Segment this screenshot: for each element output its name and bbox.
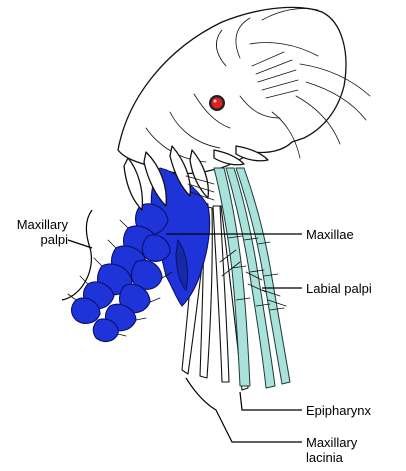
leader-epipharynx [240,392,302,410]
label-maxillae: Maxillae [306,227,354,242]
label-epipharynx: Epipharynx [306,403,371,418]
compound-eye [209,95,225,111]
label-maxillary-lacinia: Maxillary lacinia [306,435,357,465]
label-labial-palpi: Labial palpi [306,281,372,296]
label-maxillary-palpi: Maxillary palpi [14,217,68,247]
head-capsule [118,7,370,173]
